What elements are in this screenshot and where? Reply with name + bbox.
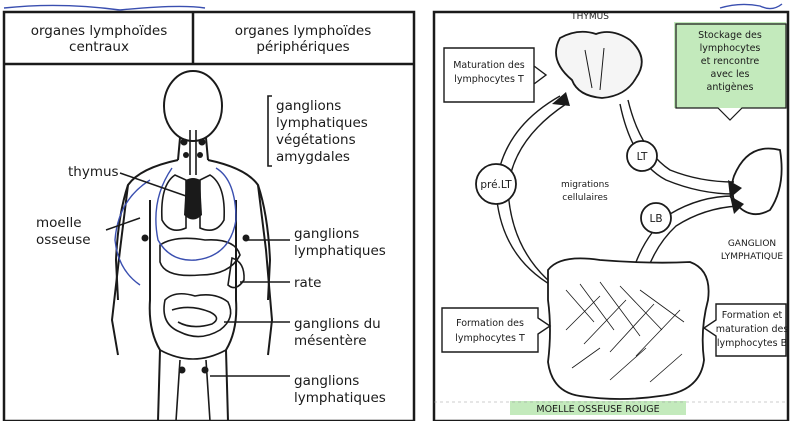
label-thymus: thymus xyxy=(68,164,119,180)
node-neck-right xyxy=(199,139,206,146)
node-neck-right-2 xyxy=(197,152,203,158)
label-amygdales: amygdales xyxy=(276,149,350,165)
cell-lb: LB xyxy=(641,203,671,233)
header-peripheral-line2: périphériques xyxy=(256,39,349,55)
ganglion-line1: GANGLION xyxy=(728,239,776,249)
lb-label: LB xyxy=(649,213,662,225)
label-rate: rate xyxy=(294,275,321,291)
label-moelle-line1: moelle xyxy=(36,215,82,231)
formation-t-line1: Formation des xyxy=(456,318,524,329)
right-panel: THYMUS Maturation des lymphocytes T Stoc… xyxy=(434,12,788,421)
stockage-line3: et rencontre xyxy=(701,56,760,67)
thymus-organ xyxy=(184,178,202,220)
label-ganglions-mid-2: lymphatiques xyxy=(294,243,386,259)
label-ganglions-bottom-1: ganglions xyxy=(294,373,359,389)
node-groin-left xyxy=(179,367,186,374)
lt-label: LT xyxy=(637,151,648,163)
migrations-line1: migrations xyxy=(561,180,609,190)
label-ganglions-bottom-2: lymphatiques xyxy=(294,390,386,406)
header-central-line1: organes lymphoïdes xyxy=(31,23,168,39)
formation-t-line2: lymphocytes T xyxy=(455,333,525,344)
node-neck-left-2 xyxy=(183,152,189,158)
label-moelle-rouge: MOELLE OSSEUSE ROUGE xyxy=(536,404,659,415)
node-neck-left xyxy=(181,139,188,146)
formation-b-line1: Formation et xyxy=(722,310,783,321)
stockage-line2: lymphocytes xyxy=(700,43,761,54)
pre-lt-label: pré.LT xyxy=(480,179,512,191)
label-mesentere-1: ganglions du xyxy=(294,316,381,332)
migrations-line2: cellulaires xyxy=(562,193,608,203)
label-ganglions-mid-1: ganglions xyxy=(294,226,359,242)
cell-pre-lt: pré.LT xyxy=(476,164,516,204)
bone-marrow-drawing xyxy=(548,258,709,399)
label-ganglions-top-1: ganglions xyxy=(276,98,341,114)
node-axilla-left xyxy=(142,235,149,242)
formation-b-line2: maturation des xyxy=(716,324,789,335)
formation-b-line3: lymphocytes B xyxy=(717,338,787,349)
node-groin-right xyxy=(202,367,209,374)
label-ganglions-top-2: lymphatiques xyxy=(276,115,368,131)
cell-lt: LT xyxy=(627,141,657,171)
header-central-line2: centraux xyxy=(69,39,129,55)
label-thymus-organ: THYMUS xyxy=(570,12,609,22)
label-vegetations: végétations xyxy=(276,132,356,148)
header-peripheral-line1: organes lymphoïdes xyxy=(235,23,372,39)
maturation-line2: lymphocytes T xyxy=(454,74,524,85)
stockage-line1: Stockage des xyxy=(698,30,762,41)
stockage-line4: avec les xyxy=(711,69,750,80)
ganglion-line2: LYMPHATIQUE xyxy=(721,252,784,262)
label-mesentere-2: mésentère xyxy=(294,333,367,349)
maturation-line1: Maturation des xyxy=(453,60,525,71)
formation-t-callout xyxy=(442,308,550,352)
label-moelle-line2: osseuse xyxy=(36,232,91,248)
stockage-line5: antigènes xyxy=(707,82,754,93)
